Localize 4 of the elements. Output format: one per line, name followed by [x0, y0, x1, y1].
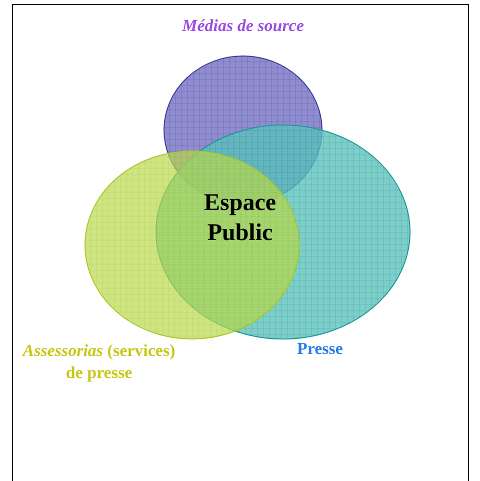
set-label: Médias de source — [181, 15, 305, 37]
overlap-label: Espace Public — [203, 189, 277, 248]
set-label: Assessorias (services) de presse — [20, 340, 176, 384]
set-label: Presse — [296, 338, 344, 360]
